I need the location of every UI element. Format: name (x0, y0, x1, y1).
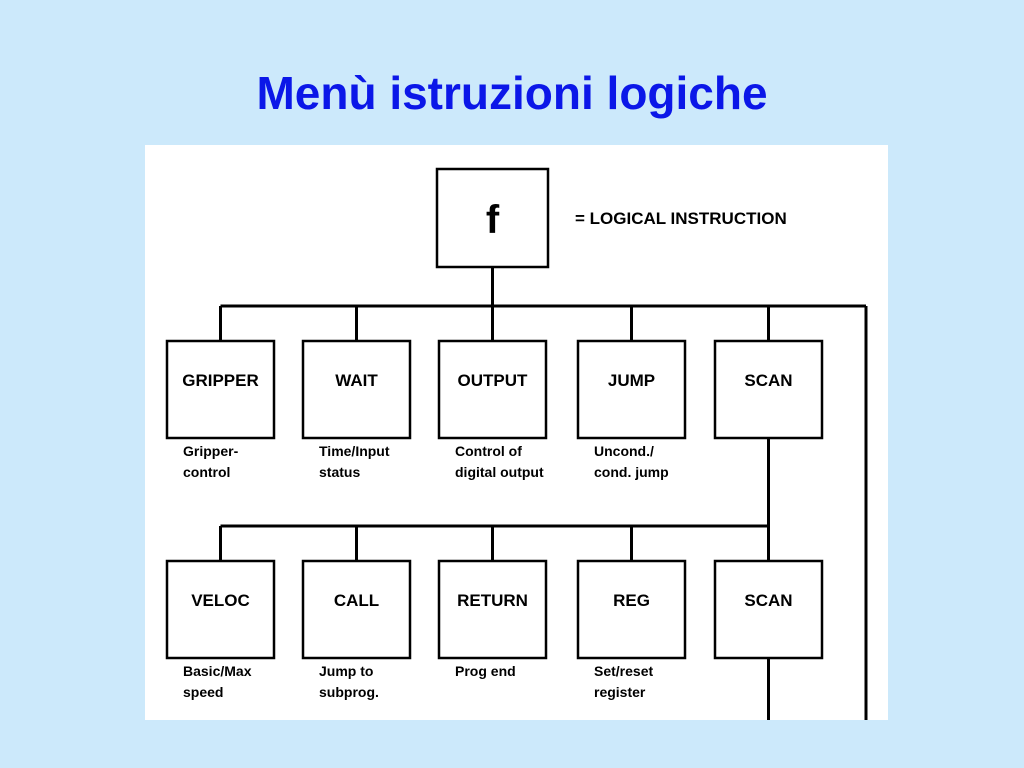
row2-node-call: CALL Jump to subprog. (301, 559, 412, 700)
root-instruction-box (435, 167, 550, 269)
row1-box-wait (301, 339, 412, 440)
row2-box-call (301, 559, 412, 660)
instruction-boxes: f = LOGICAL INSTRUCTION GRIPPER Gripper-con… (165, 167, 824, 700)
row2-desc-veloc-2: speed (183, 684, 223, 700)
row2-label-scan: SCAN (744, 591, 792, 610)
row2-desc-reg-1: Set/reset (594, 663, 653, 679)
row1-label-jump: JUMP (608, 371, 655, 390)
row1-node-wait: WAIT Time/Input status (301, 339, 412, 480)
row2-node-reg: REG Set/reset register (576, 559, 687, 700)
row1-desc-output-2: digital output (455, 464, 544, 480)
row1-box-scan (713, 339, 824, 440)
row2-desc-reg-2: register (594, 684, 646, 700)
row2-label-reg: REG (613, 591, 650, 610)
row2-node-scan: SCAN (713, 559, 824, 660)
row2-label-return: RETURN (457, 591, 528, 610)
row1-box-output (437, 339, 548, 440)
row2-node-veloc: VELOC Basic/Max speed (165, 559, 276, 700)
row1-desc-output-1: Control of (455, 443, 522, 459)
row2-label-call: CALL (334, 591, 379, 610)
diagram-panel: f = LOGICAL INSTRUCTION GRIPPER Gripper-con… (145, 145, 888, 720)
slide-title: Menù istruzioni logiche (256, 67, 768, 119)
row2-box-reg (576, 559, 687, 660)
row1-desc-jump-2: cond. jump (594, 464, 669, 480)
row1-label-scan: SCAN (744, 371, 792, 390)
row1-node-jump: JUMP Uncond./ cond. jump (576, 339, 687, 480)
row2-box-veloc (165, 559, 276, 660)
row2-desc-call-2: subprog. (319, 684, 379, 700)
row1-node-output: OUTPUT Control of digital output (437, 339, 548, 480)
row1-label-gripper: GRIPPER (182, 371, 259, 390)
row1-label-output: OUTPUT (458, 371, 529, 390)
row1-desc-gripper-1: Gripper- (183, 443, 239, 459)
row1-label-wait: WAIT (335, 371, 378, 390)
row1-box-jump (576, 339, 687, 440)
row1-desc-gripper-2: control (183, 464, 230, 480)
row1-node-gripper: GRIPPER Gripper-control (165, 339, 276, 480)
root-legend: = LOGICAL INSTRUCTION (575, 209, 787, 228)
row2-node-return: RETURN Prog end (437, 559, 548, 679)
row1-desc-wait-2: status (319, 464, 360, 480)
row2-desc-veloc-1: Basic/Max (183, 663, 252, 679)
row2-box-return (437, 559, 548, 660)
row1-box-gripper (165, 339, 276, 440)
row2-desc-return-1: Prog end (455, 663, 516, 679)
connector-lines (219, 267, 868, 720)
row2-desc-call-1: Jump to (319, 663, 373, 679)
root-symbol: f (486, 198, 500, 242)
row2-box-scan (713, 559, 824, 660)
row2-label-veloc: VELOC (191, 591, 250, 610)
row1-node-scan: SCAN (713, 339, 824, 440)
logic-instruction-tree: f = LOGICAL INSTRUCTION GRIPPER Gripper-con… (165, 167, 868, 720)
row1-desc-wait-1: Time/Input (319, 443, 390, 459)
row1-desc-jump-1: Uncond./ (594, 443, 654, 459)
